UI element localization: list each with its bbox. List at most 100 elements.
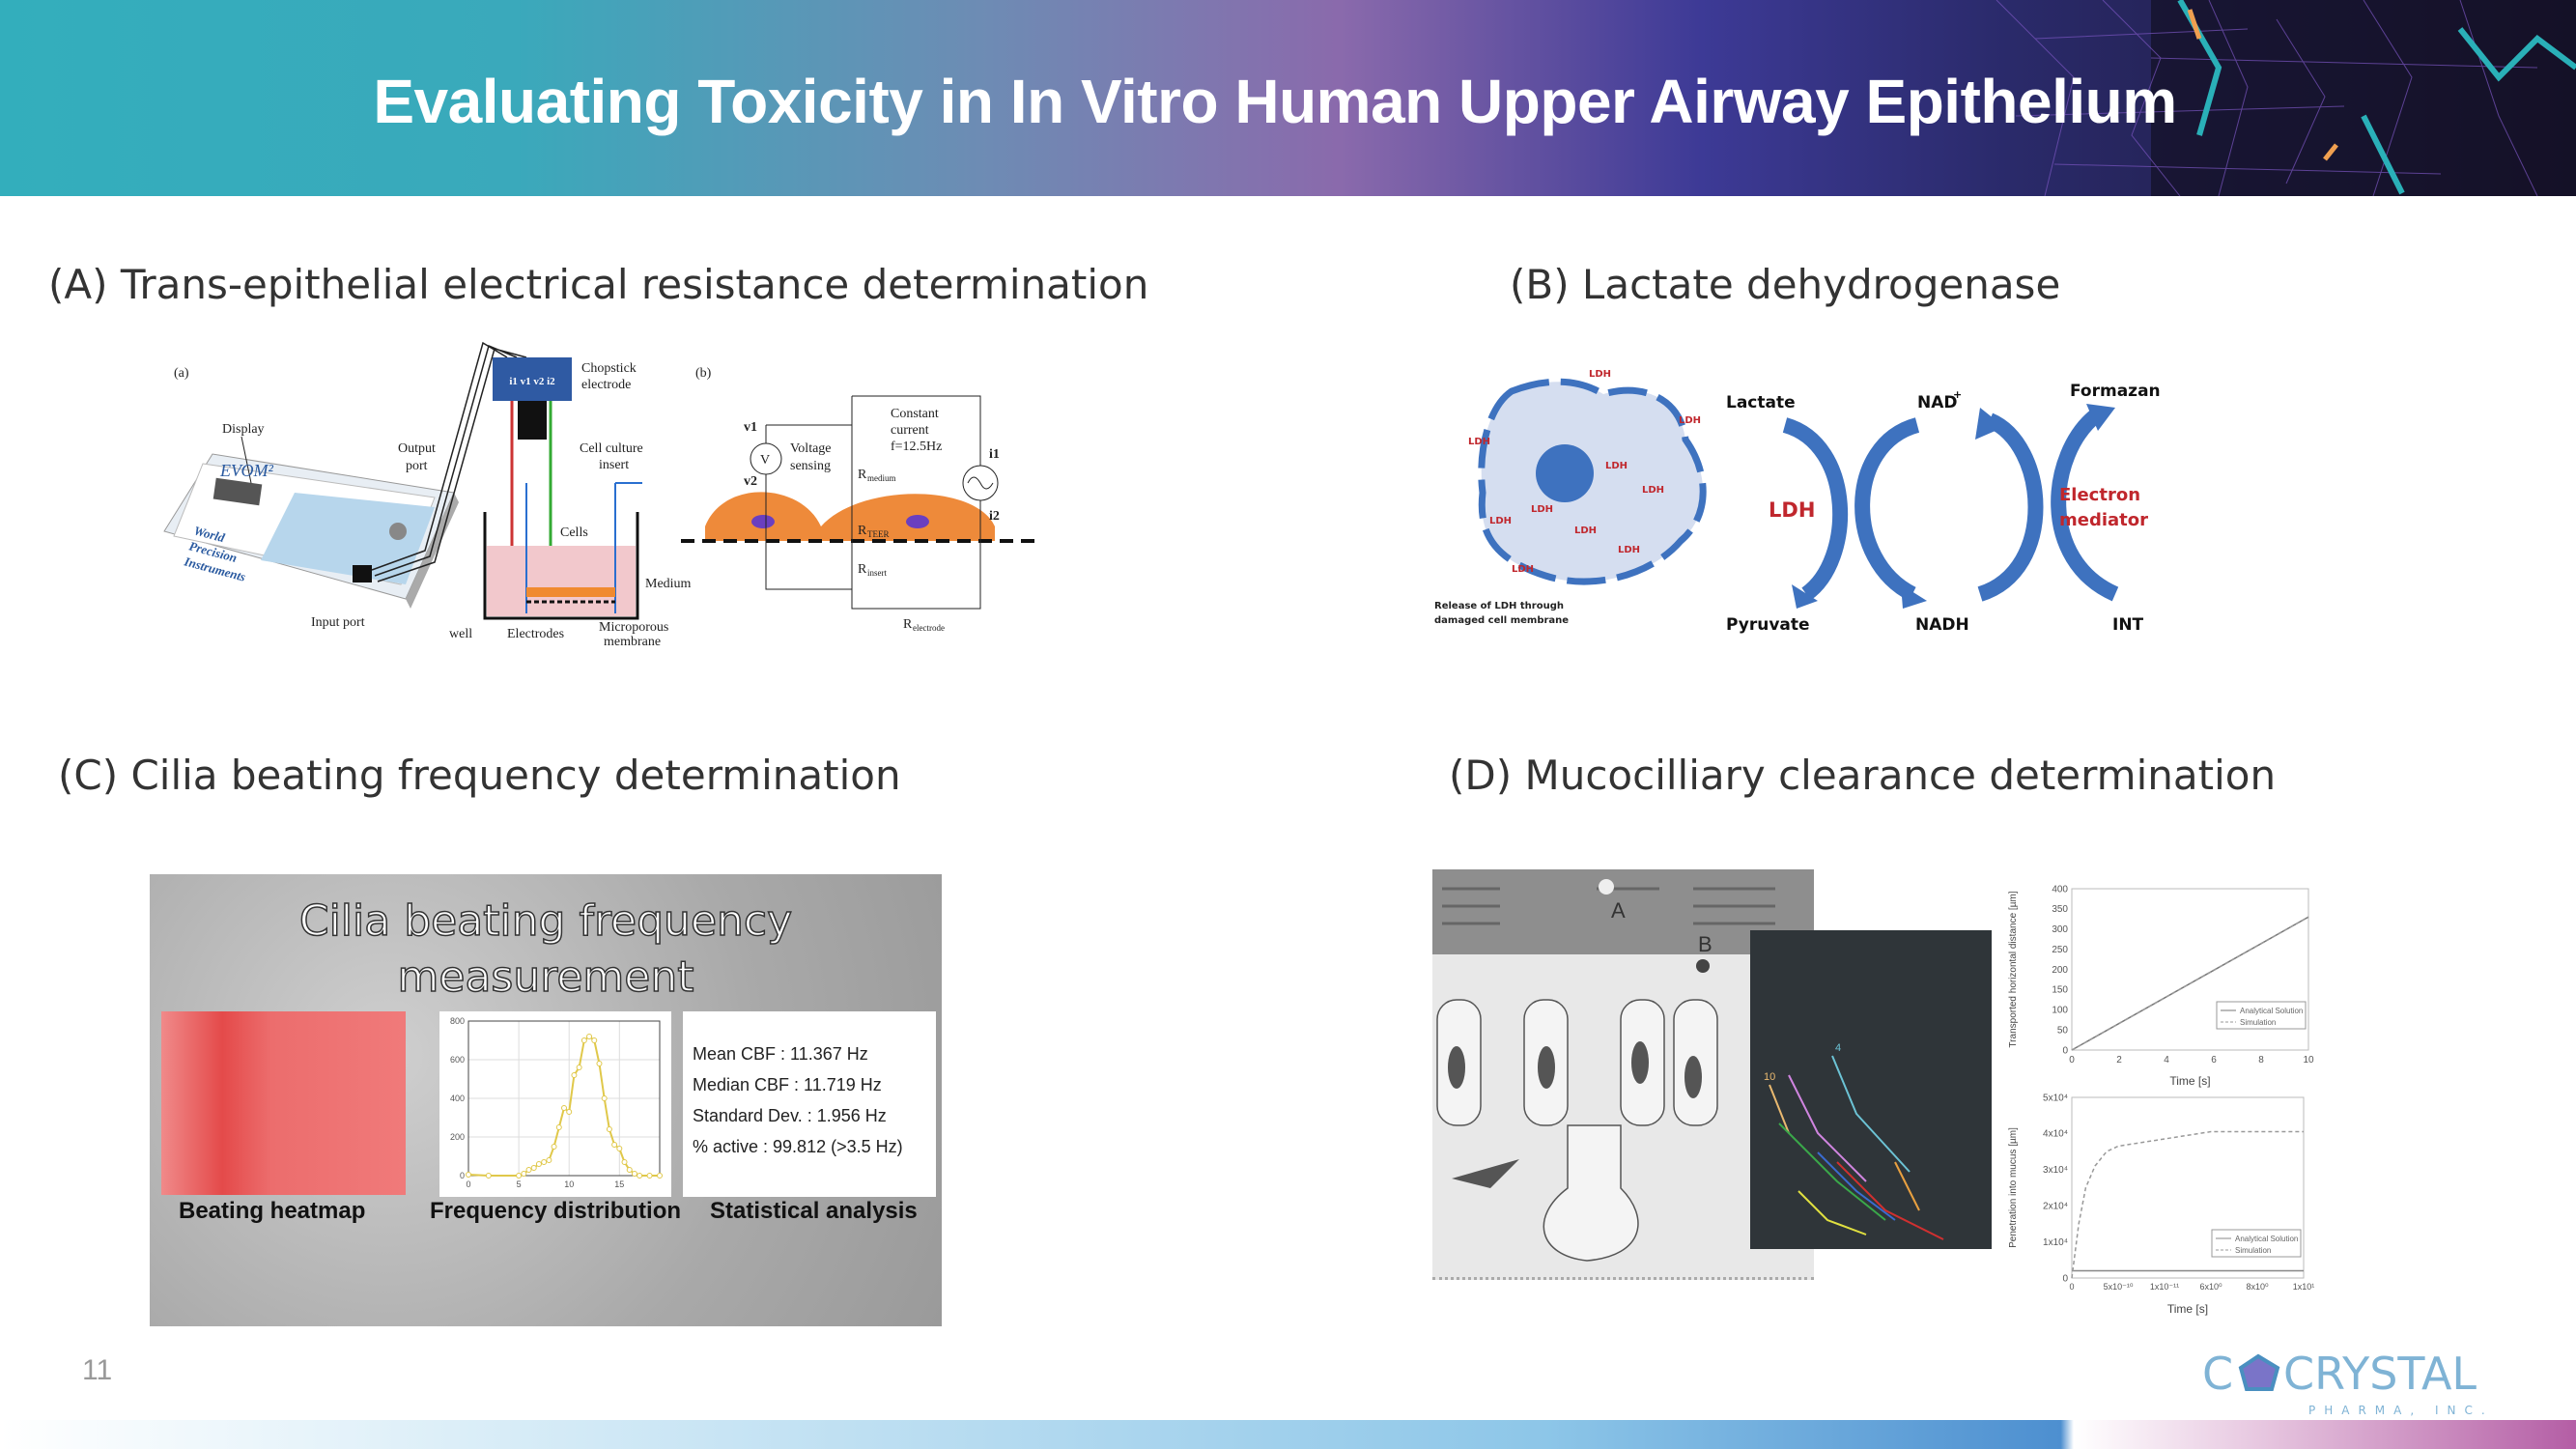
data-point [516, 1173, 523, 1179]
y-tick-label: 5x10⁴ [2043, 1093, 2068, 1103]
label-r-medium: R [858, 468, 867, 482]
legend-box [2216, 1001, 2307, 1030]
ldh-label: LDH [1489, 516, 1512, 526]
stat-std: Standard Dev. : 1.956 Hz [693, 1106, 887, 1125]
label-beating-heatmap: Beating heatmap [179, 1198, 366, 1224]
x-tick-label: 10 [2303, 1055, 2314, 1065]
x-tick-label: 10 [564, 1179, 574, 1189]
section-b-heading: (B) Lactate dehydrogenase [1510, 261, 2061, 308]
plot-frame [467, 1020, 661, 1177]
y-tick-label: 150 [2052, 985, 2068, 996]
stat-active: % active : 99.812 (>3.5 Hz) [693, 1137, 903, 1156]
plot-frame [2071, 1096, 2305, 1279]
label-lactate: Lactate [1726, 393, 1796, 412]
release-text-1: Release of LDH through [1434, 601, 1564, 611]
legend-label: Analytical Solution [2235, 1235, 2298, 1243]
chopstick-electrode [493, 357, 572, 401]
data-point [555, 1124, 562, 1130]
data-point [591, 1037, 598, 1043]
data-point [621, 1159, 628, 1165]
label-nadh: NADH [1915, 615, 1969, 635]
y-tick-label: 100 [2052, 1006, 2068, 1016]
slide-title: Evaluating Toxicity in In Vitro Human Up… [373, 67, 2177, 136]
x-tick-label: 5 [517, 1179, 522, 1189]
data-point [485, 1173, 492, 1179]
label-nad-sup: + [1953, 388, 1962, 401]
x-tick-label: 6 [2211, 1055, 2217, 1065]
y-tick-label: 0 [2062, 1045, 2068, 1056]
data-point [466, 1172, 471, 1178]
ldh-label: LDH [1679, 415, 1701, 426]
y-tick-label: 300 [2052, 924, 2068, 935]
pentagon-icon [2238, 1353, 2280, 1391]
cells-shape [705, 492, 995, 541]
ldh-label: LDH [1618, 545, 1640, 555]
data-point [637, 1173, 643, 1179]
release-text-2: damaged cell membrane [1434, 615, 1569, 626]
track-label-10: 10 [1764, 1071, 1775, 1083]
label-well: well [449, 627, 472, 641]
label-electrodes: Electrodes [507, 627, 564, 641]
x-tick-label: 4 [2164, 1055, 2169, 1065]
label-r-insert: R [858, 562, 867, 577]
arrow-nad-nadh [1854, 417, 1920, 602]
y-tick-label: 350 [2052, 904, 2068, 915]
data-point [551, 1144, 557, 1150]
label-formazan: Formazan [2070, 382, 2161, 401]
series-line-1 [2071, 1130, 2304, 1279]
label-r-insert-sub: insert [867, 568, 887, 578]
ldh-label: LDH [1531, 504, 1553, 515]
data-point [525, 1167, 532, 1173]
label-current-3: f=12.5Hz [891, 440, 942, 454]
label-membrane-2: membrane [604, 635, 661, 647]
label-r-teer-sub: TEER [867, 529, 890, 539]
y-tick-label: 400 [2052, 884, 2068, 895]
y-tick-label: 200 [2052, 965, 2068, 976]
y-tick-label: 0 [460, 1171, 465, 1180]
label-r-medium-sub: medium [867, 473, 896, 483]
label-voltage-2: sensing [790, 459, 831, 473]
label-display: Display [222, 422, 265, 437]
label-membrane-1: Microporous [599, 620, 668, 635]
data-point [541, 1159, 548, 1165]
statistical-analysis-box: Mean CBF : 11.367 Hz Median CBF : 11.719… [683, 1011, 936, 1197]
arrow-nadh-nad [1977, 412, 2044, 602]
label-b: (b) [695, 366, 712, 381]
label-pyruvate: Pyruvate [1726, 615, 1810, 635]
electrode-pins: i1 v1 v2 i2 [509, 376, 555, 387]
ldh-label: LDH [1605, 461, 1628, 471]
x-tick-label: 2 [2116, 1055, 2122, 1065]
label-cells: Cells [560, 526, 588, 540]
label-voltage-1: Voltage [790, 441, 832, 456]
evom-brand: EVOM² [219, 461, 273, 480]
data-point [530, 1165, 537, 1171]
label-current-2: current [891, 423, 929, 438]
label-r-electrode: R [903, 617, 913, 632]
x-axis-label: Time [s] [2167, 1302, 2208, 1316]
data-point [657, 1173, 663, 1179]
y-tick-label: 4x10⁴ [2043, 1129, 2068, 1140]
ldh-label: LDH [1468, 437, 1490, 447]
data-point [586, 1034, 593, 1039]
label-b: B [1698, 932, 1713, 956]
data-point [571, 1072, 578, 1078]
data-point [601, 1095, 608, 1101]
label-frequency-distribution: Frequency distribution [430, 1198, 682, 1224]
arrow-lactate-pyruvate [1782, 417, 1849, 601]
label-r-electrode-sub: electrode [913, 623, 945, 633]
label-current-1: Constant [891, 407, 939, 421]
logo-graphic: C CRYSTAL PHARMA, INC. [2202, 1348, 2485, 1417]
y-tick-label: 2x10⁴ [2043, 1202, 2068, 1212]
data-point [611, 1142, 618, 1148]
label-statistical-analysis: Statistical analysis [710, 1198, 918, 1224]
y-axis-label: Penetration into mucus [µm] [2008, 1127, 2019, 1248]
data-point [576, 1065, 582, 1070]
stat-mean: Mean CBF : 11.367 Hz [693, 1044, 868, 1064]
legend-box [2211, 1229, 2302, 1258]
y-tick-label: 50 [2057, 1025, 2069, 1036]
label-i2: i2 [989, 509, 1000, 524]
label-a: A [1611, 898, 1626, 923]
label-electron-1: Electron [2059, 485, 2140, 505]
